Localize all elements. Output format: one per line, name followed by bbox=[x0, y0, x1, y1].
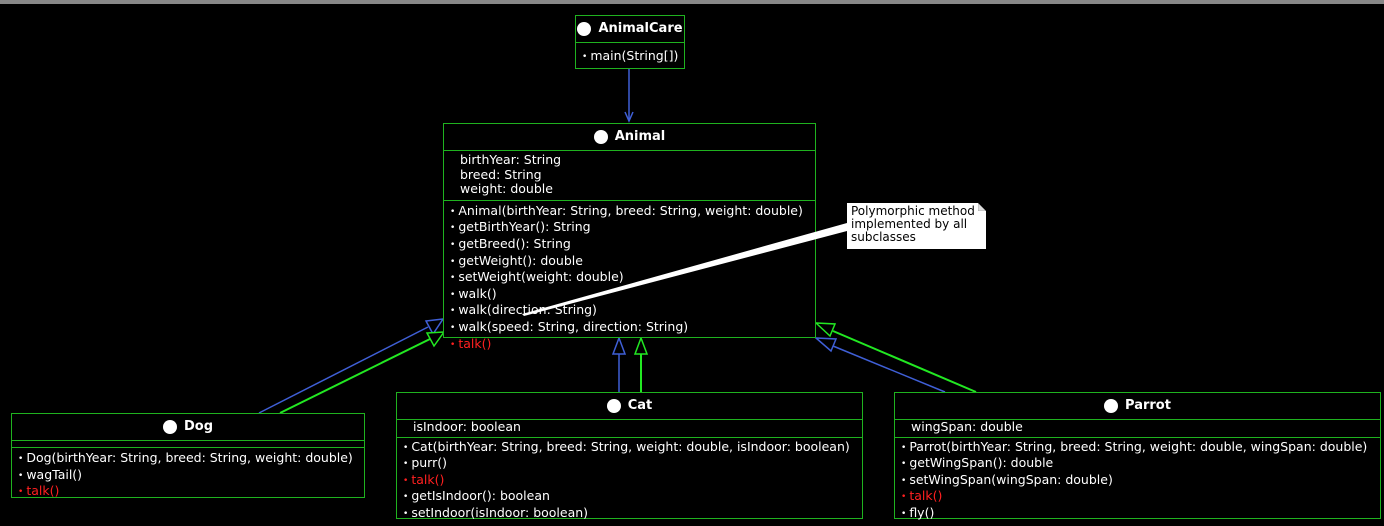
generalization-dog-animal-blue bbox=[258, 326, 429, 414]
inheritance-arrowhead-dog-blue bbox=[424, 318, 445, 336]
method: purr() bbox=[397, 456, 862, 473]
method: getBirthYear(): String bbox=[444, 220, 815, 237]
methods-section: Parrot(birthYear: String, breed: String,… bbox=[895, 438, 1380, 526]
class-animal[interactable]: Animal birthYear: String breed: String w… bbox=[443, 123, 816, 350]
method: getWeight(): double bbox=[444, 253, 815, 271]
method-talk: talk() bbox=[12, 484, 364, 501]
method: getIsIndoor(): boolean bbox=[397, 489, 862, 506]
attribute: isIndoor: boolean bbox=[413, 419, 521, 434]
class-name: Animal bbox=[614, 128, 666, 144]
inheritance-arrowhead-parrot-blue bbox=[813, 337, 838, 353]
class-name: Dog bbox=[183, 418, 214, 434]
class-name: AnimalCare bbox=[598, 20, 683, 36]
class-header: Cat bbox=[397, 393, 862, 420]
class-header: AnimalCare bbox=[576, 16, 684, 43]
generalization-parrot-animal-blue bbox=[832, 345, 946, 393]
attribute: birthYear: String bbox=[460, 152, 562, 167]
method: main(String[]) bbox=[576, 48, 684, 66]
method: walk(speed: String, direction: String) bbox=[444, 319, 815, 337]
method: walk() bbox=[444, 286, 815, 304]
class-animalcare[interactable]: AnimalCare main(String[]) bbox=[575, 15, 685, 69]
method: setIndoor(isIndoor: boolean) bbox=[397, 505, 862, 523]
methods-section: main(String[]) bbox=[576, 43, 684, 69]
method: Animal(birthYear: String, breed: String,… bbox=[444, 203, 815, 221]
attribute: breed: String bbox=[460, 166, 542, 182]
class-header: Dog bbox=[12, 414, 364, 441]
method: Dog(birthYear: String, breed: String, we… bbox=[12, 450, 364, 468]
attribute: weight: double bbox=[460, 181, 553, 197]
method: setWeight(weight: double) bbox=[444, 270, 815, 287]
class-cat[interactable]: Cat isIndoor: boolean Cat(birthYear: Str… bbox=[396, 392, 863, 520]
method: Cat(birthYear: String, breed: String, we… bbox=[397, 439, 862, 457]
class-icon bbox=[1104, 399, 1119, 413]
top-bar bbox=[0, 0, 1384, 4]
note[interactable]: Polymorphic method implemented by all su… bbox=[847, 203, 986, 249]
attributes-section bbox=[12, 441, 364, 448]
inheritance-arrowhead-dog-green bbox=[425, 331, 446, 348]
class-icon bbox=[593, 130, 608, 144]
note-fold-corner bbox=[978, 203, 986, 211]
methods-section: Cat(birthYear: String, breed: String, we… bbox=[397, 438, 862, 526]
method: getWingSpan(): double bbox=[895, 456, 1380, 473]
method: walk(direction: String) bbox=[444, 303, 815, 320]
attribute: wingSpan: double bbox=[911, 419, 1023, 434]
generalization-parrot-animal-green bbox=[832, 330, 977, 393]
generalization-dog-animal-green bbox=[279, 338, 431, 414]
method-talk: talk() bbox=[895, 489, 1380, 506]
note-text: Polymorphic method implemented by all su… bbox=[851, 204, 975, 244]
inheritance-arrowhead-parrot-green bbox=[813, 322, 837, 338]
method-talk: talk() bbox=[397, 472, 862, 490]
class-icon bbox=[606, 399, 621, 413]
class-name: Parrot bbox=[1125, 397, 1171, 413]
method: setWingSpan(wingSpan: double) bbox=[895, 472, 1380, 490]
method: Parrot(birthYear: String, breed: String,… bbox=[895, 439, 1380, 457]
attributes-section: wingSpan: double bbox=[895, 419, 1380, 438]
class-dog[interactable]: Dog Dog(birthYear: String, breed: String… bbox=[11, 413, 365, 498]
class-icon bbox=[577, 22, 592, 36]
method: wagTail() bbox=[12, 467, 364, 485]
attributes-section: isIndoor: boolean bbox=[397, 419, 862, 438]
class-header: Parrot bbox=[895, 393, 1380, 420]
attributes-section: birthYear: String breed: String weight: … bbox=[444, 151, 815, 201]
method: getBreed(): String bbox=[444, 236, 815, 254]
method-talk: talk() bbox=[444, 336, 815, 354]
association-arrowhead bbox=[624, 111, 634, 123]
method: fly() bbox=[895, 505, 1380, 523]
class-parrot[interactable]: Parrot wingSpan: double Parrot(birthYear… bbox=[894, 392, 1381, 520]
methods-section: Animal(birthYear: String, breed: String,… bbox=[444, 201, 815, 356]
methods-section: Dog(birthYear: String, breed: String, we… bbox=[12, 448, 364, 504]
class-icon bbox=[162, 420, 177, 434]
class-header: Animal bbox=[444, 124, 815, 151]
class-name: Cat bbox=[627, 397, 653, 413]
